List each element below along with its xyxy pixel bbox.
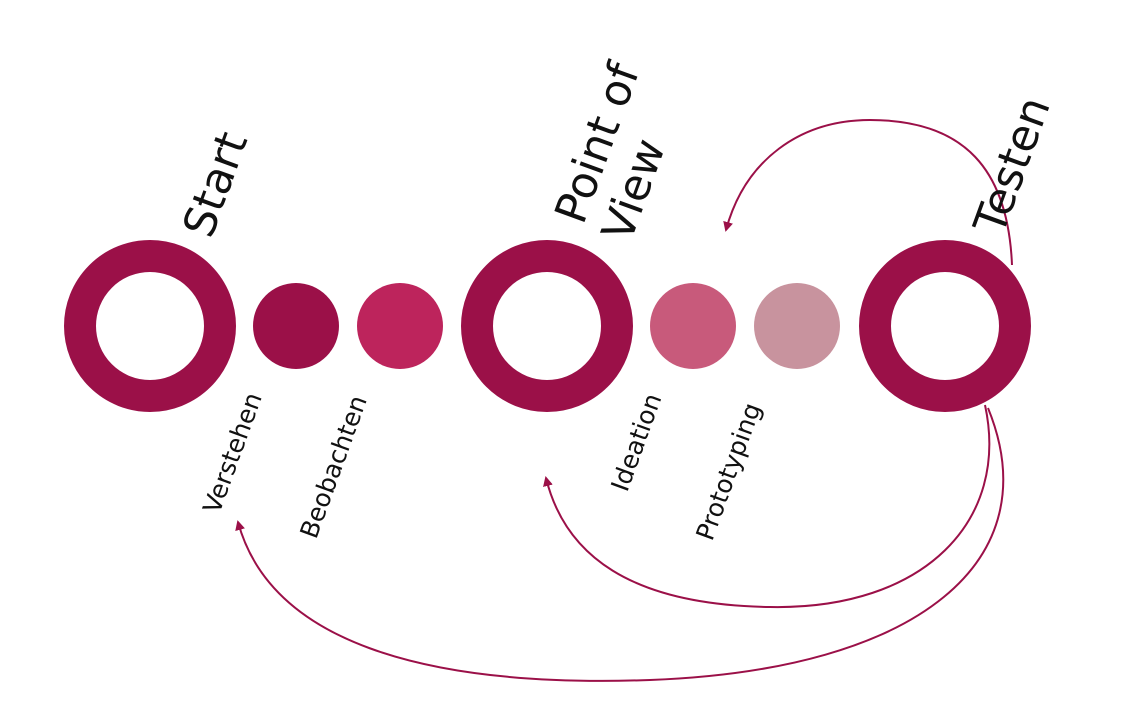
arrow-testen-to-point-of-view bbox=[543, 404, 991, 609]
testen-ring bbox=[859, 240, 1031, 412]
verstehen-label: Verstehen bbox=[197, 389, 267, 517]
prototyping-dot bbox=[754, 283, 840, 369]
prototyping-label: Prototyping bbox=[690, 399, 766, 544]
ideation-dot bbox=[650, 283, 736, 369]
testen-label: Testen bbox=[964, 90, 1061, 241]
verstehen-dot bbox=[253, 283, 339, 369]
arrow-testen-to-verstehen bbox=[235, 407, 1005, 682]
ideation-label: Ideation bbox=[605, 389, 667, 495]
arrow-testen-to-prototyping bbox=[723, 118, 1013, 266]
start-label: Start bbox=[173, 125, 258, 243]
beobachten-dot bbox=[357, 283, 443, 369]
point-of-view-ring bbox=[461, 240, 633, 412]
start-ring bbox=[64, 240, 236, 412]
beobachten-label: Beobachten bbox=[294, 392, 372, 543]
